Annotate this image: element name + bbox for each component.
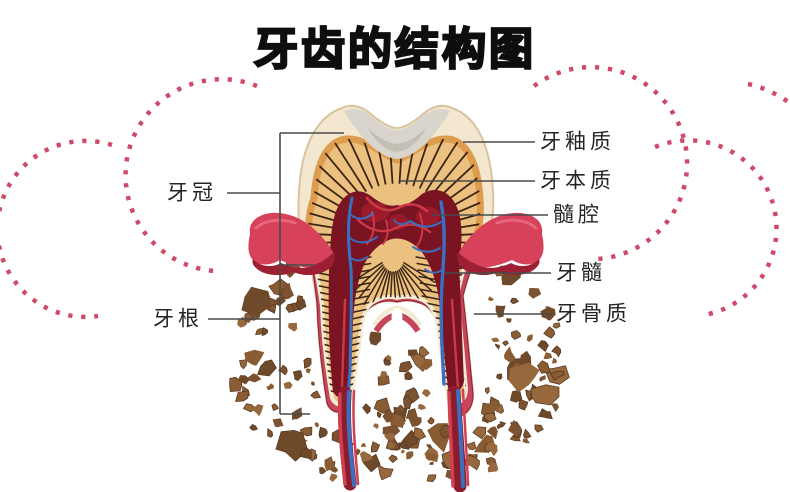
label-pulp-cavity: 髓腔 [553, 202, 603, 227]
label-root: 牙根 [153, 306, 203, 331]
pulp-vessels [340, 196, 460, 394]
gum-right-highlight [495, 218, 538, 230]
bracket-crown-root [279, 132, 344, 415]
root-canal-vessels [337, 385, 470, 492]
gum-right [458, 212, 544, 269]
gum-left-highlight [254, 218, 297, 230]
cusp-shadow [368, 128, 426, 152]
dotted-arc-right-inner [532, 65, 690, 262]
label-enamel: 牙釉质 [540, 129, 615, 154]
gum-left-shadow [252, 252, 335, 276]
dotted-arc-corner-fragment [747, 81, 790, 105]
furcation-gap [391, 308, 403, 326]
label-dentin: 牙本质 [540, 168, 615, 193]
gum-tissue [248, 212, 544, 276]
label-crown: 牙冠 [167, 180, 217, 205]
dotted-arc-right-outer [654, 138, 779, 318]
dotted-arc-decoration [0, 65, 790, 320]
gum-right-shadow [457, 252, 540, 276]
page-title: 牙齿的结构图 [253, 24, 536, 75]
dotted-arc-left-outer [0, 138, 113, 320]
gum-left [248, 212, 334, 269]
leader-lines [208, 132, 552, 415]
enamel-dentin-junction [305, 135, 484, 264]
dotted-arc-left-inner [123, 77, 258, 274]
label-cementum: 牙骨质 [556, 301, 631, 326]
tooth-cross-section [297, 104, 495, 492]
label-pulp: 牙髓 [556, 260, 606, 285]
cusp-cap [344, 108, 450, 159]
